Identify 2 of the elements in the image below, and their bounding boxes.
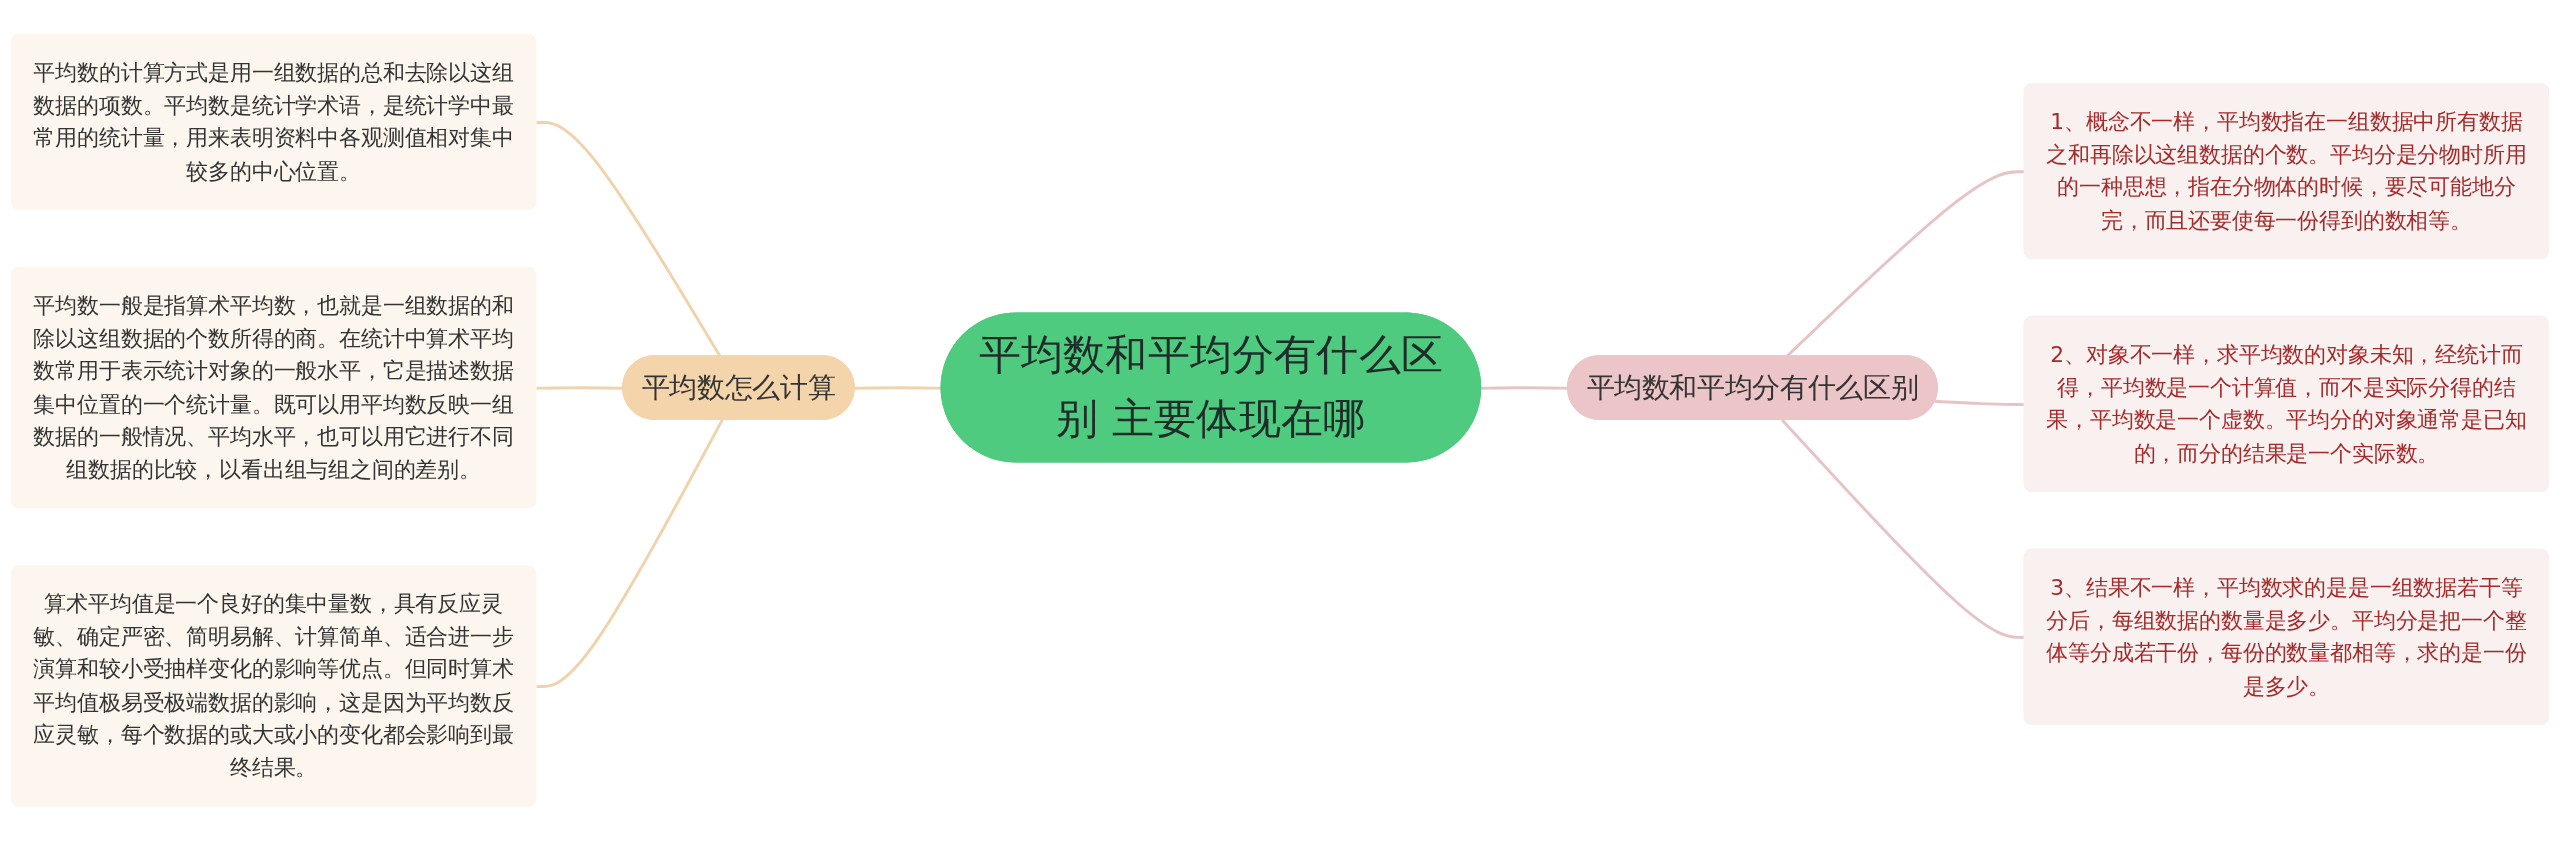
connector xyxy=(536,419,724,689)
connector xyxy=(536,121,722,358)
